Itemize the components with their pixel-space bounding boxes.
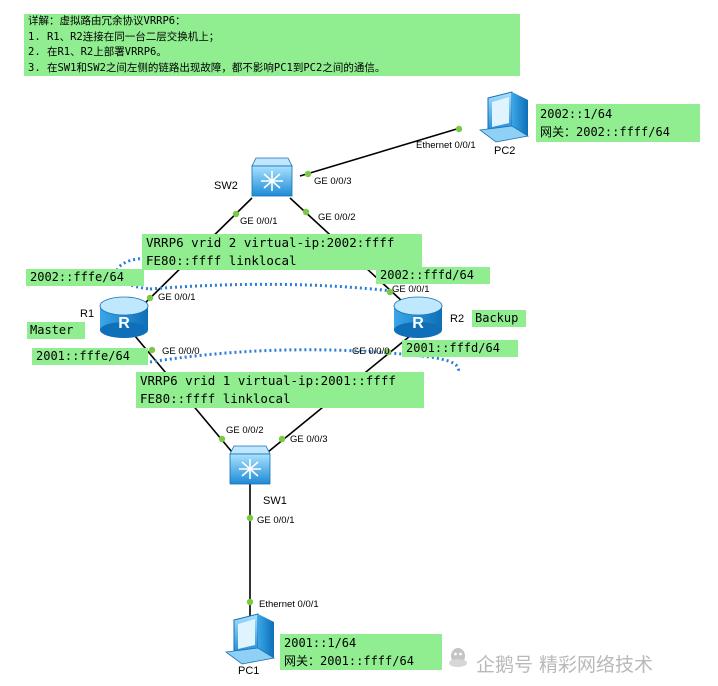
sw1-ge003-label: GE 0/0/3 xyxy=(290,434,328,445)
note-line-2: 2. 在R1、R2上部署VRRP6。 xyxy=(28,46,167,58)
watermark-logo-icon xyxy=(449,648,467,667)
watermark-text: 企鹅号 精彩网络技术 xyxy=(476,654,654,676)
vrid2-virtual-ip: VRRP6 vrid 2 virtual-ip:2002:ffff xyxy=(146,235,395,250)
r2-ge000-label: GE 0/0/0 xyxy=(352,346,390,357)
r1-ge000-label: GE 0/0/0 xyxy=(162,346,200,357)
sw2-ge001-label: GE 0/0/1 xyxy=(240,216,278,227)
note-line-3: 3. 在SW1和SW2之间左侧的链路出现故障，都不影响PC1到PC2之间的通信。 xyxy=(28,61,386,74)
r1-ge001-label: GE 0/0/1 xyxy=(158,292,196,303)
pc2-label: PC2 xyxy=(494,145,516,157)
sw2-ge002-label: GE 0/0/2 xyxy=(318,212,356,223)
r2-role-backup: Backup xyxy=(472,310,526,327)
r2-upstream-ip: 2002::fffd/64 xyxy=(376,267,490,284)
vrrp-group-2-upper xyxy=(149,282,393,293)
sw1-switch-icon xyxy=(229,445,271,485)
note-title: 详解：虚拟路由冗余协议VRRP6： xyxy=(28,15,186,27)
vrid1-linklocal: FE80::ffff linklocal xyxy=(140,391,291,406)
pc2-ip: 2002::1/64 xyxy=(540,107,613,121)
pc2-gateway: 网关：2002::ffff/64 xyxy=(540,125,670,139)
pc2-icon xyxy=(478,91,530,143)
pc2-port-label: Ethernet 0/0/1 xyxy=(416,140,476,151)
pc1-address-box: 2001::1/64 网关：2001::ffff/64 xyxy=(280,634,442,670)
port-dots xyxy=(146,125,463,606)
vrid1-box: VRRP6 vrid 1 virtual-ip:2001::ffff FE80:… xyxy=(136,372,424,408)
sw2-label: SW2 xyxy=(214,180,238,192)
svg-text:R: R xyxy=(118,315,130,332)
r1-label: R1 xyxy=(80,308,95,320)
pc1-gateway: 网关：2001::ffff/64 xyxy=(284,654,414,668)
vrid2-box: VRRP6 vrid 2 virtual-ip:2002:ffff FE80::… xyxy=(142,234,422,270)
r1-downstream-ip: 2001::fffe/64 xyxy=(32,348,148,365)
vrrp-group-1-right-arc xyxy=(421,354,460,373)
r2-downstream-ip: 2001::fffd/64 xyxy=(402,340,518,357)
vrid2-linklocal: FE80::ffff linklocal xyxy=(146,253,297,268)
pc1-label: PC1 xyxy=(238,665,260,677)
sw1-label: SW1 xyxy=(263,495,287,507)
r1-router-icon: R xyxy=(99,296,149,338)
r2-router-icon: R xyxy=(393,296,443,338)
pc1-ip: 2001::1/64 xyxy=(284,636,357,650)
sw1-ge001-label: GE 0/0/1 xyxy=(257,515,295,526)
r2-label: R2 xyxy=(450,313,465,325)
description-note: 详解：虚拟路由冗余协议VRRP6： 1. R1、R2连接在同一台二层交换机上； … xyxy=(24,14,520,76)
note-line-1: 1. R1、R2连接在同一台二层交换机上； xyxy=(28,30,220,43)
sw2-ge003-label: GE 0/0/3 xyxy=(314,176,352,187)
sw2-switch-icon xyxy=(251,157,293,197)
svg-text:R: R xyxy=(412,315,424,332)
r1-role-master: Master xyxy=(27,322,85,339)
pc1-port-label: Ethernet 0/0/1 xyxy=(259,599,319,610)
link-sw2-pc2 xyxy=(299,127,461,177)
vrrp-group-1-lower xyxy=(149,348,423,364)
pc2-address-box: 2002::1/64 网关：2002::ffff/64 xyxy=(536,104,700,142)
pc1-icon xyxy=(224,613,276,665)
r1-upstream-ip: 2002::fffe/64 xyxy=(26,269,144,286)
r2-ge001-label: GE 0/0/1 xyxy=(392,284,430,295)
sw1-ge002-label: GE 0/0/2 xyxy=(226,425,264,436)
vrid1-virtual-ip: VRRP6 vrid 1 virtual-ip:2001::ffff xyxy=(140,373,396,388)
